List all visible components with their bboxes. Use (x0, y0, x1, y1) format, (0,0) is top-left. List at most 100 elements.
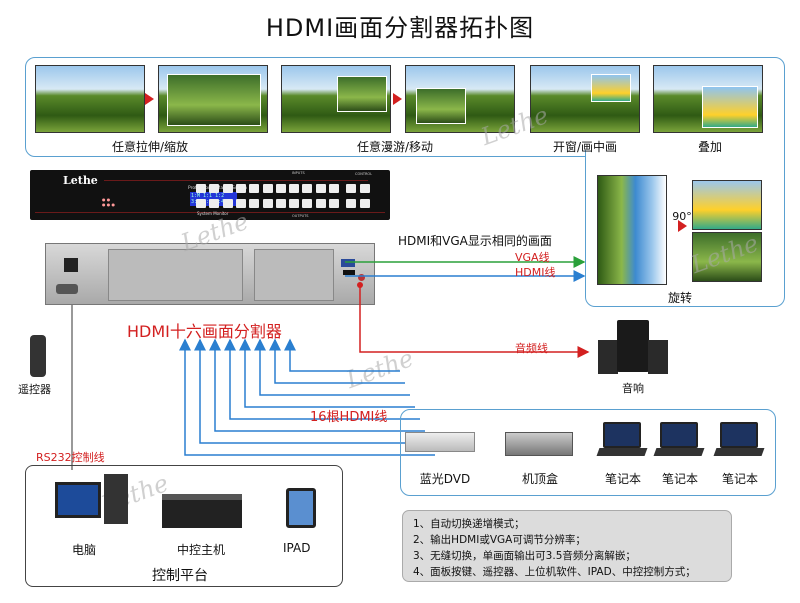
led-indicators: ● ●● ● ● (102, 197, 116, 207)
source-label: 笔记本 (721, 472, 758, 486)
central-controller-icon (162, 494, 242, 528)
panel-button[interactable] (359, 184, 370, 193)
label-hdmi: HDMI线 (515, 266, 556, 279)
control-title: 控制平台 (152, 568, 208, 584)
panel-button[interactable] (262, 199, 273, 208)
audio-port (358, 274, 365, 281)
audio-line (359, 285, 590, 358)
laptop-icon (713, 422, 765, 456)
panel-button[interactable] (222, 199, 233, 208)
panel-button[interactable] (315, 199, 326, 208)
panel-button[interactable] (222, 184, 233, 193)
feature-item: 3、无缝切换，单画面输出可3.5音频分离解嵌； (413, 550, 636, 562)
source-label: 蓝光DVD (419, 472, 471, 486)
control-item: 中控主机 (177, 543, 226, 557)
bluray-icon (405, 432, 475, 452)
hdmi-input-line (269, 338, 405, 384)
label-remote: 遥控器 (18, 383, 51, 396)
panel-button[interactable] (196, 199, 206, 208)
rs232-port (56, 284, 78, 294)
panel-button[interactable] (315, 184, 326, 193)
arrow-icon (145, 93, 154, 105)
label-pip: 开窗/画中画 (552, 140, 618, 154)
device-back-panel (45, 243, 375, 305)
outputs-label: OUTPUTS (292, 214, 309, 218)
hdmi-input-ports (108, 249, 243, 301)
panel-button[interactable] (249, 199, 260, 208)
label-roam: 任意漫游/移动 (356, 140, 434, 154)
panel-button[interactable] (302, 199, 313, 208)
inputs-label: INPUTS (292, 171, 305, 175)
remote-control-icon (30, 335, 46, 377)
ipad-icon (286, 488, 316, 528)
panel-button[interactable] (262, 184, 273, 193)
effects-panel (25, 57, 785, 157)
control-item: 电脑 (72, 543, 97, 557)
control-item: IPAD (283, 541, 311, 555)
hdmi-input-line (209, 338, 425, 432)
panel-button[interactable] (275, 199, 286, 208)
hdmi-input-line (179, 338, 435, 456)
speaker-icon (598, 340, 618, 374)
panel-button[interactable] (302, 184, 313, 193)
rotate-arrow-icon (678, 220, 687, 232)
panel-button[interactable] (196, 184, 206, 193)
monitor-text: System Monitor (197, 211, 229, 216)
effect-image-roam-2 (405, 65, 515, 133)
label-hdmi16: 16根HDMI线 (310, 410, 388, 425)
label-angle: 90° (672, 210, 692, 223)
label-stretch: 任意拉伸/缩放 (111, 140, 189, 154)
label-vga: VGA线 (515, 251, 550, 264)
effect-image-stretch (158, 65, 268, 133)
rotated-output-bottom (692, 232, 762, 282)
label-audio: 音频线 (515, 342, 548, 355)
laptop-icon (653, 422, 705, 456)
panel-button[interactable] (346, 184, 357, 193)
source-label: 笔记本 (661, 472, 698, 486)
panel-button[interactable] (209, 184, 220, 193)
panel-button[interactable] (235, 199, 246, 208)
feature-item: 1、自动切换递增模式； (413, 518, 525, 530)
panel-button[interactable] (235, 184, 246, 193)
panel-button[interactable] (289, 199, 300, 208)
power-socket (64, 258, 78, 272)
effect-image-roam-1 (281, 65, 391, 133)
hdmi-input-line (284, 338, 400, 372)
control-label: CONTROL (355, 172, 373, 176)
feature-item: 4、面板按键、遥控器、上位机软件、IPAD、中控控制方式； (413, 566, 696, 578)
label-rs232: RS232控制线 (36, 451, 105, 464)
effect-image-overlay (653, 65, 763, 133)
device-name: HDMI十六画面分割器 (127, 322, 282, 341)
settop-box-icon (505, 432, 573, 456)
laptop-icon (596, 422, 648, 456)
panel-button[interactable] (329, 199, 339, 208)
hdmi-input-line (194, 338, 430, 444)
sources-panel (400, 409, 776, 496)
effect-image-original (35, 65, 145, 133)
label-overlay: 叠加 (697, 140, 722, 154)
source-label: 笔记本 (604, 472, 641, 486)
panel-button[interactable] (249, 184, 260, 193)
rotated-image (597, 175, 667, 285)
panel-button[interactable] (289, 184, 300, 193)
feature-item: 2、输出HDMI或VGA可调节分辨率； (413, 534, 586, 546)
panel-button[interactable] (359, 199, 370, 208)
source-label: 机顶盒 (521, 472, 558, 486)
label-speaker: 音响 (622, 382, 644, 395)
hdmi-input-ports-2 (254, 249, 334, 301)
hdmi-input-line (239, 338, 415, 408)
panel-button[interactable] (346, 199, 357, 208)
computer-icon (55, 482, 101, 518)
panel-button[interactable] (209, 199, 220, 208)
hdmi-input-line (254, 338, 410, 396)
features-list: 1、自动切换递增模式； 2、输出HDMI或VGA可调节分辨率； 3、无缝切换，单… (402, 510, 732, 582)
vga-port (341, 259, 355, 267)
panel-button[interactable] (329, 184, 339, 193)
control-platform-panel (25, 465, 343, 587)
panel-button[interactable] (275, 184, 286, 193)
arrow-icon (393, 93, 402, 105)
hdmi-output-port (343, 270, 355, 275)
brand-logo: Lethe (63, 174, 98, 187)
label-rotate: 旋转 (667, 291, 692, 305)
